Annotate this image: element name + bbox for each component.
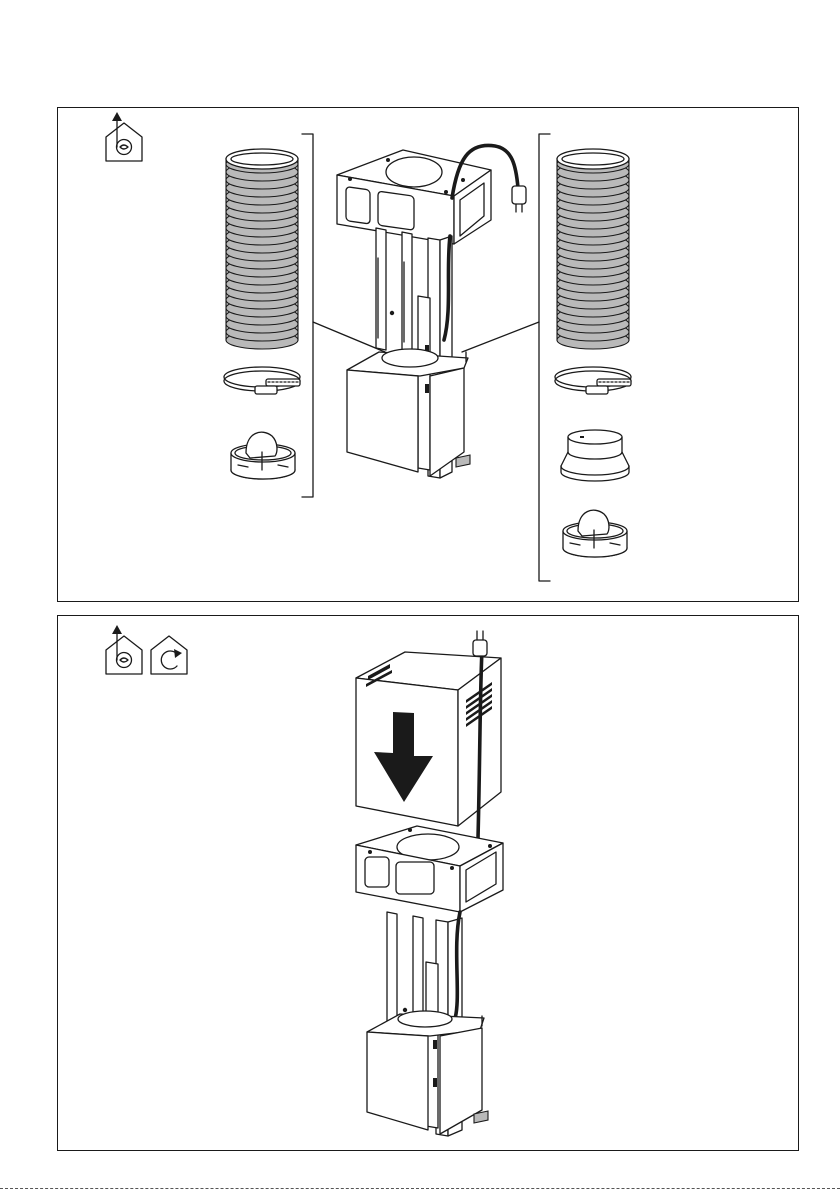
page-bottom-rule xyxy=(0,1188,840,1189)
hose-opening xyxy=(557,149,629,169)
non-return-valve-left xyxy=(231,432,295,479)
hose-clamp-left xyxy=(224,367,300,394)
bracket-right xyxy=(539,134,550,581)
leader-line-right xyxy=(462,322,539,352)
flexible-duct-hose-right xyxy=(557,149,629,349)
non-return-valve-right xyxy=(563,510,627,557)
flexible-duct-hose-left xyxy=(226,149,298,349)
hood-frame-assembly xyxy=(337,145,526,478)
hood-frame-assembly-lower xyxy=(356,826,503,1136)
hose-opening xyxy=(226,149,298,169)
power-plug xyxy=(473,631,487,656)
leader-line-left xyxy=(313,322,385,352)
recirculation-house-icon xyxy=(151,636,187,674)
ducted-extraction-house-icon xyxy=(106,625,142,674)
bracket-left xyxy=(302,134,313,497)
ducted-extraction-house-icon xyxy=(106,112,142,161)
reducer-ring xyxy=(561,430,629,481)
hose-clamp-right xyxy=(555,367,631,394)
